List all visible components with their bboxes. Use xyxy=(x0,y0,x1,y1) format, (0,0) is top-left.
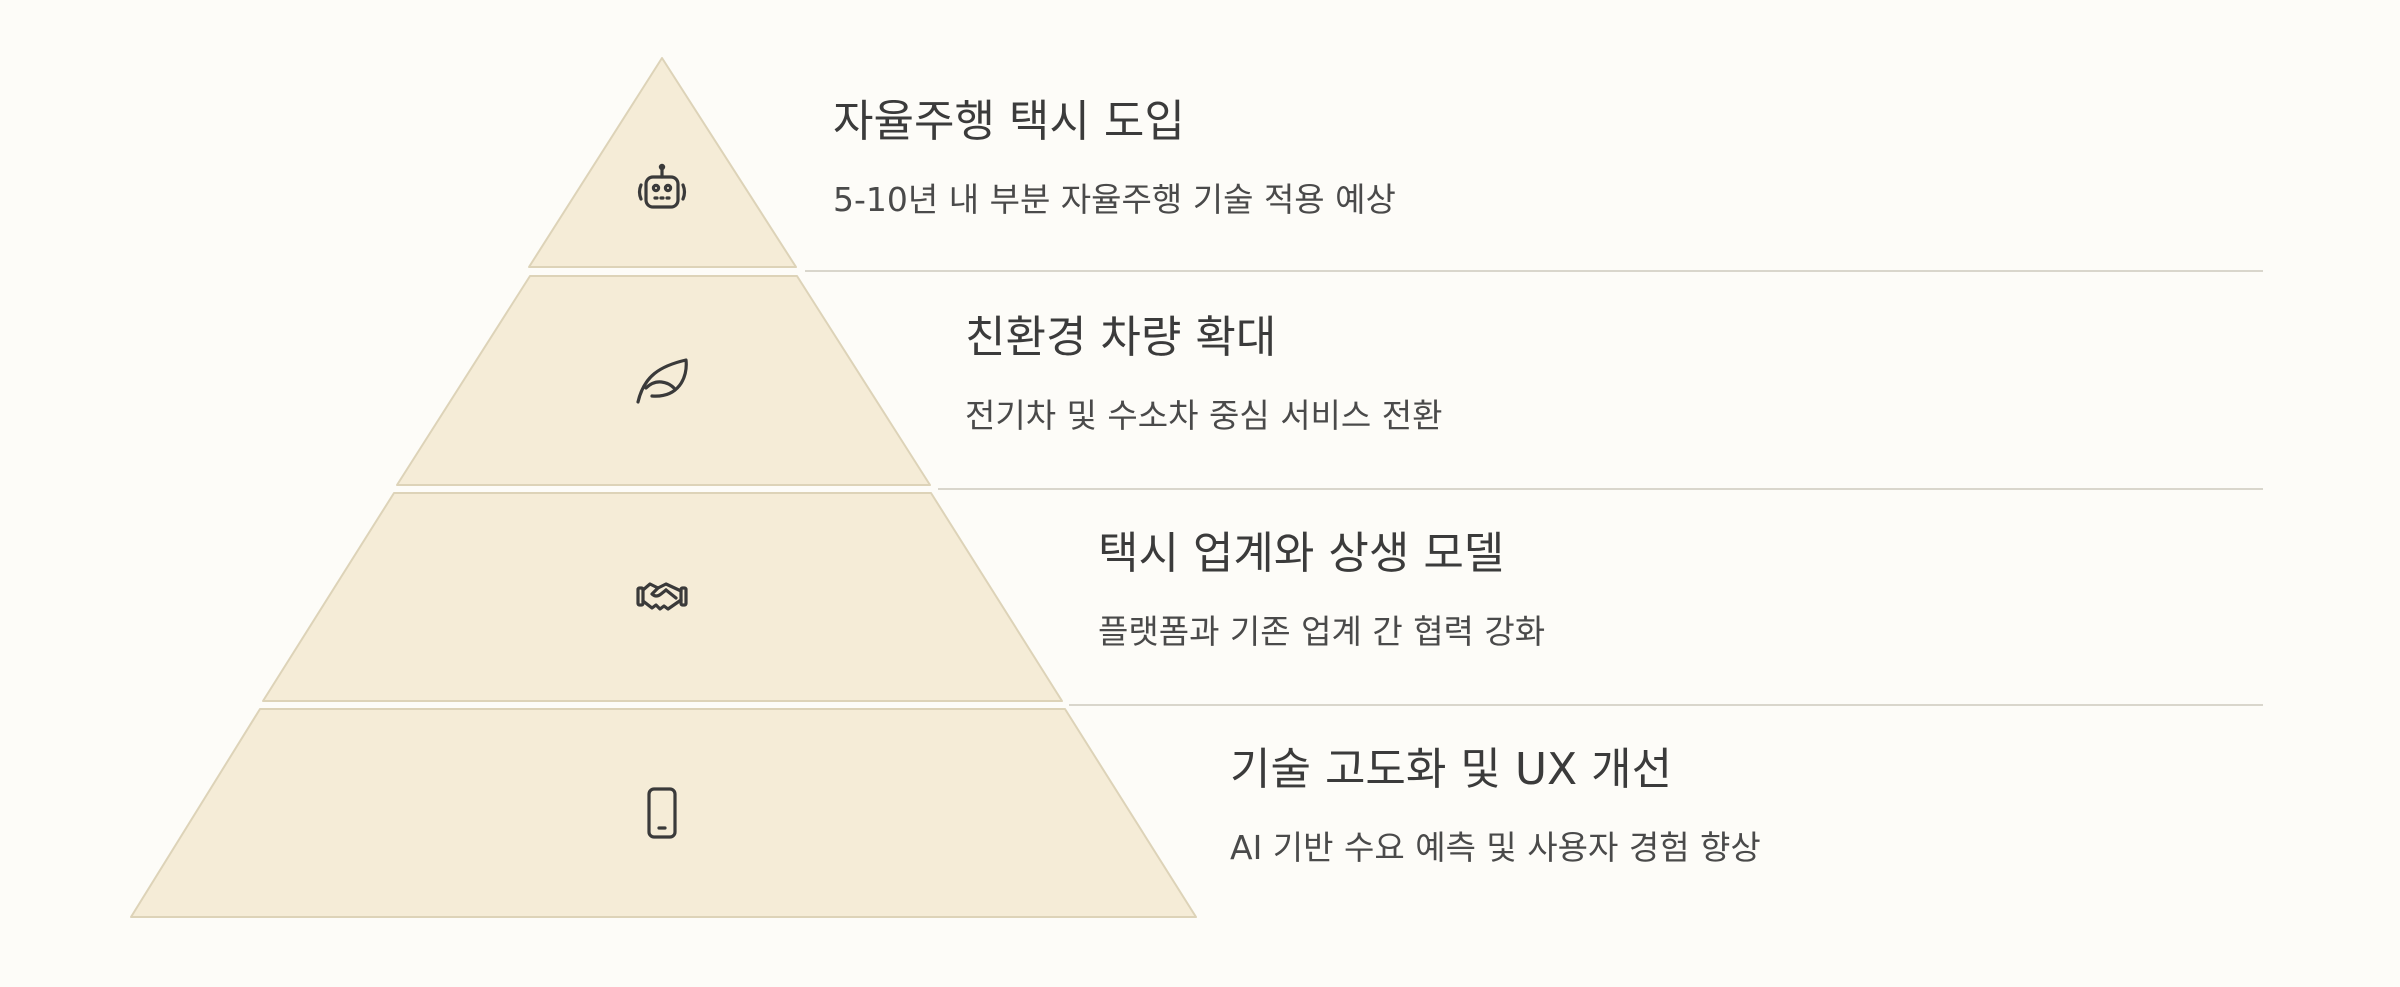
tier-2-title: 친환경 차량 확대 xyxy=(965,312,1277,363)
tier-2-description: 전기차 및 수소차 중심 서비스 전환 xyxy=(965,396,1443,435)
tier-3-description: 플랫폼과 기존 업계 간 협력 강화 xyxy=(1098,612,1546,651)
pyramid-tier-4 xyxy=(130,708,1197,918)
tier-1-title: 자율주행 택시 도입 xyxy=(833,96,1185,147)
pyramid-tier-3 xyxy=(262,492,1063,702)
tier-3-title: 택시 업계와 상생 모델 xyxy=(1098,528,1505,579)
pyramid-tier-2 xyxy=(396,275,931,486)
smartphone-icon xyxy=(647,787,677,839)
tier-1-description: 5-10년 내 부분 자율주행 기술 적용 예상 xyxy=(833,180,1396,219)
leaf-icon xyxy=(636,358,688,404)
tier-4-description: AI 기반 수요 예측 및 사용자 경험 향상 xyxy=(1230,828,1761,867)
pyramid-tier-1 xyxy=(528,57,797,268)
tier-4-title: 기술 고도화 및 UX 개선 xyxy=(1230,744,1673,795)
handshake-icon xyxy=(636,582,688,611)
robot-icon xyxy=(637,163,687,209)
